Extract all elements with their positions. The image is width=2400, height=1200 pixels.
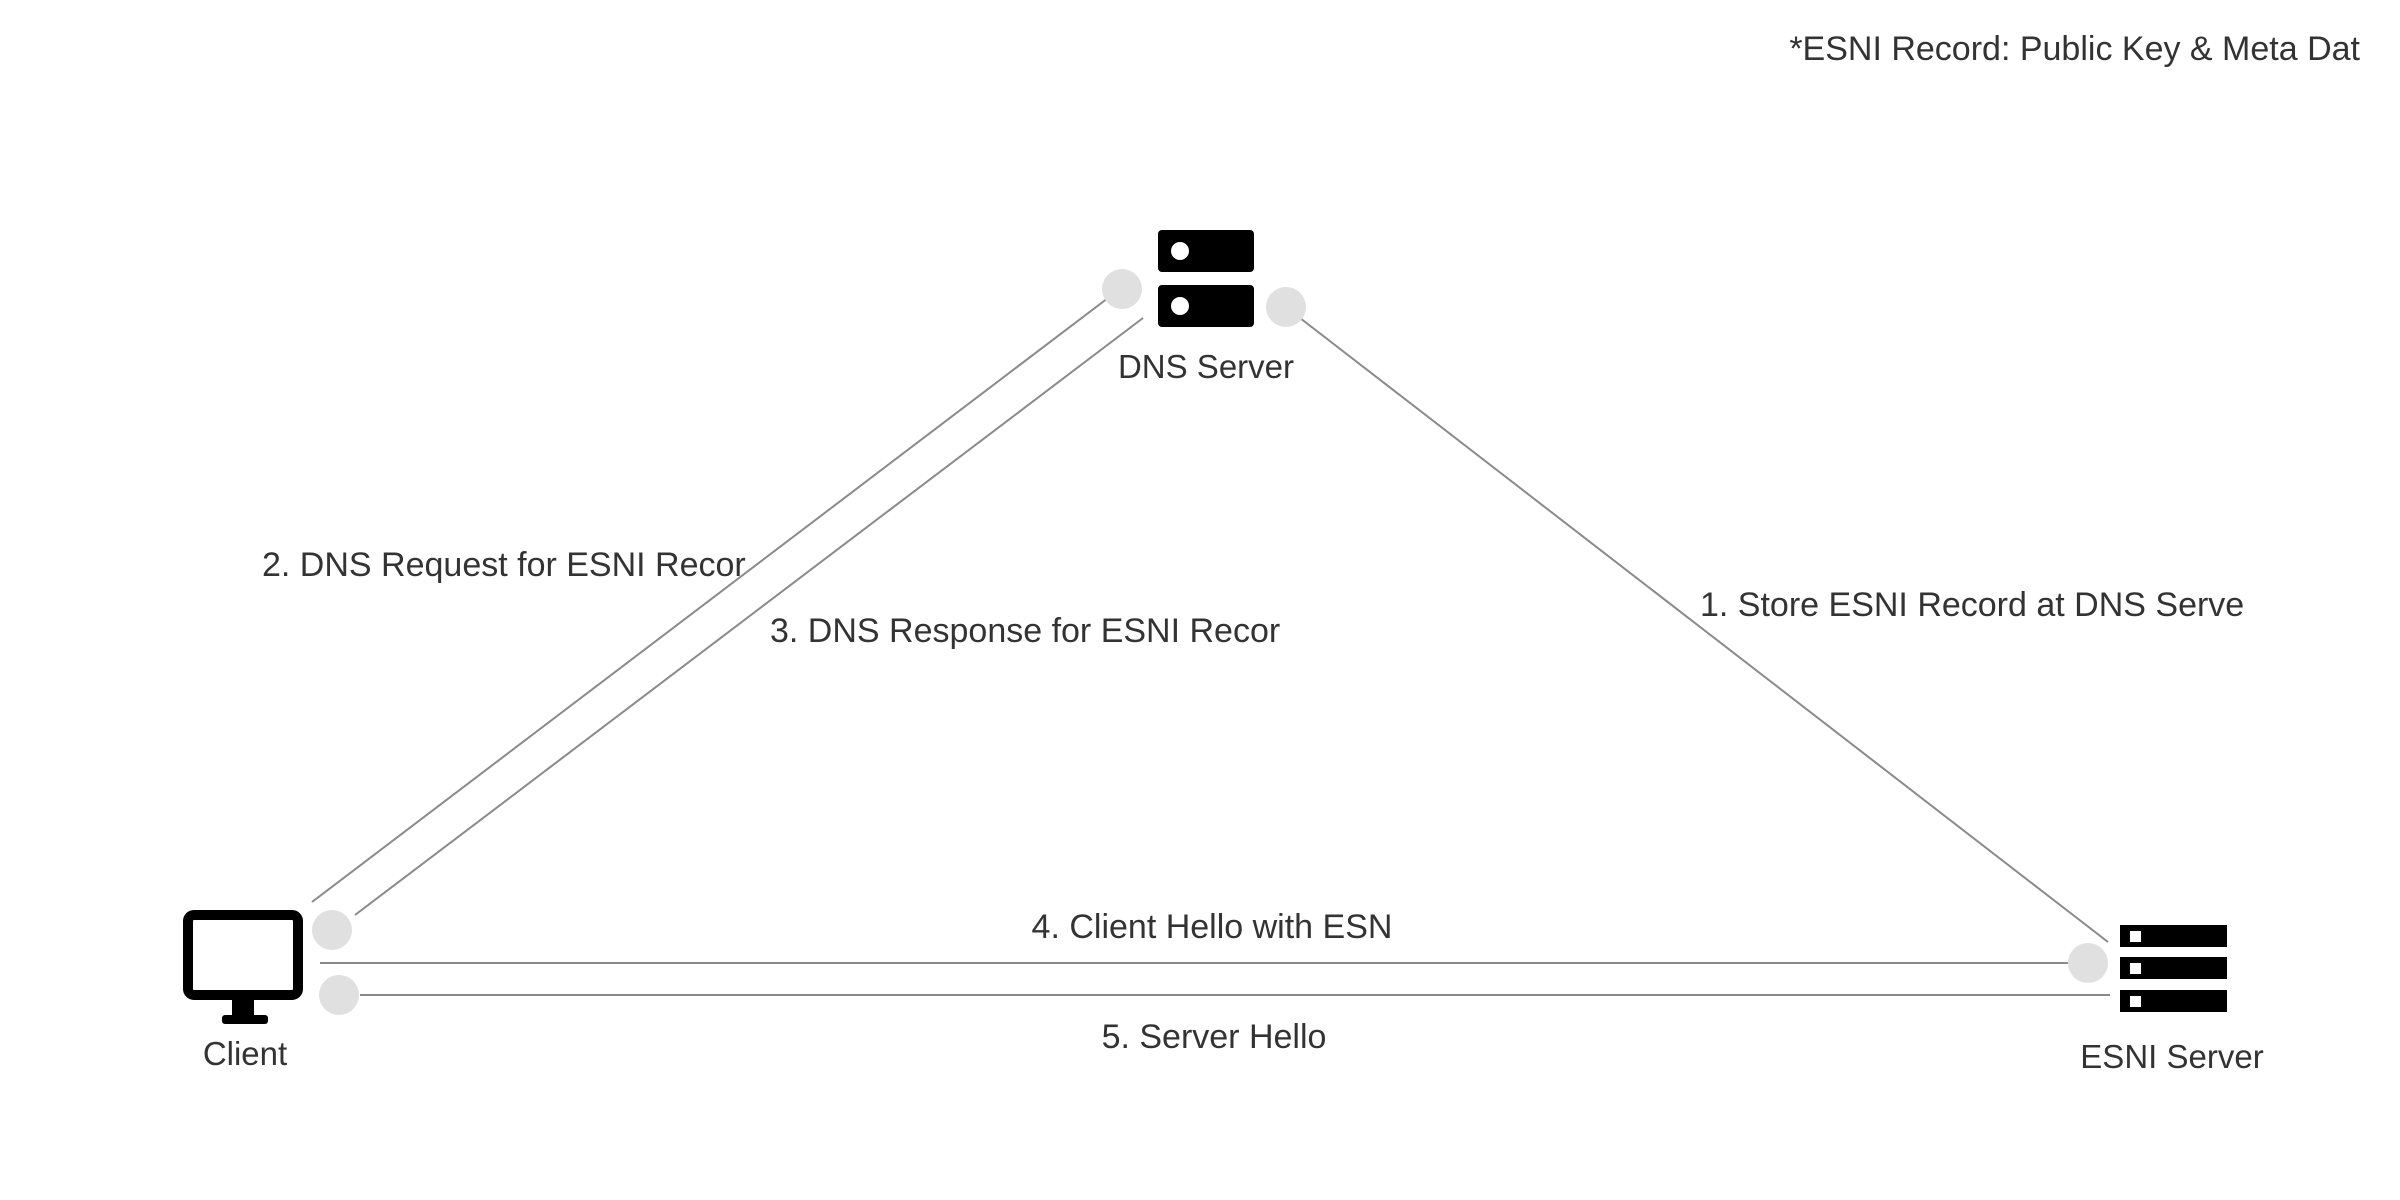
endpoint-dns-right [1266,287,1306,327]
connections [311,297,2110,996]
edge-step2-line [311,297,1109,903]
monitor-icon [183,910,303,1024]
endpoint-esni-server [2068,943,2108,983]
edge-step1-line [1299,317,2109,943]
endpoint-client-top [312,910,352,950]
edge-step5-label: 5. Server Hello [1102,1018,1327,1056]
server-rack-icon [2120,925,2227,1012]
endpoint-client-bottom [319,975,359,1015]
endpoints [312,269,2108,1015]
edge-step4-label: 4. Client Hello with ESN [1032,908,1393,946]
edge-step2-label: 2. DNS Request for ESNI Recor [262,546,746,584]
edge-step1-label: 1. Store ESNI Record at DNS Serve [1700,586,2244,624]
server-icon [1158,230,1254,327]
edge-step3-line [354,317,1144,916]
dns-server-label: DNS Server [1118,348,1294,385]
edge-step3-label: 3. DNS Response for ESNI Recor [770,612,1280,650]
endpoint-dns-left [1102,269,1142,309]
esni-server-label: ESNI Server [2080,1038,2263,1075]
client-label: Client [203,1035,287,1072]
esni-record-note: *ESNI Record: Public Key & Meta Dat [1789,30,2360,68]
